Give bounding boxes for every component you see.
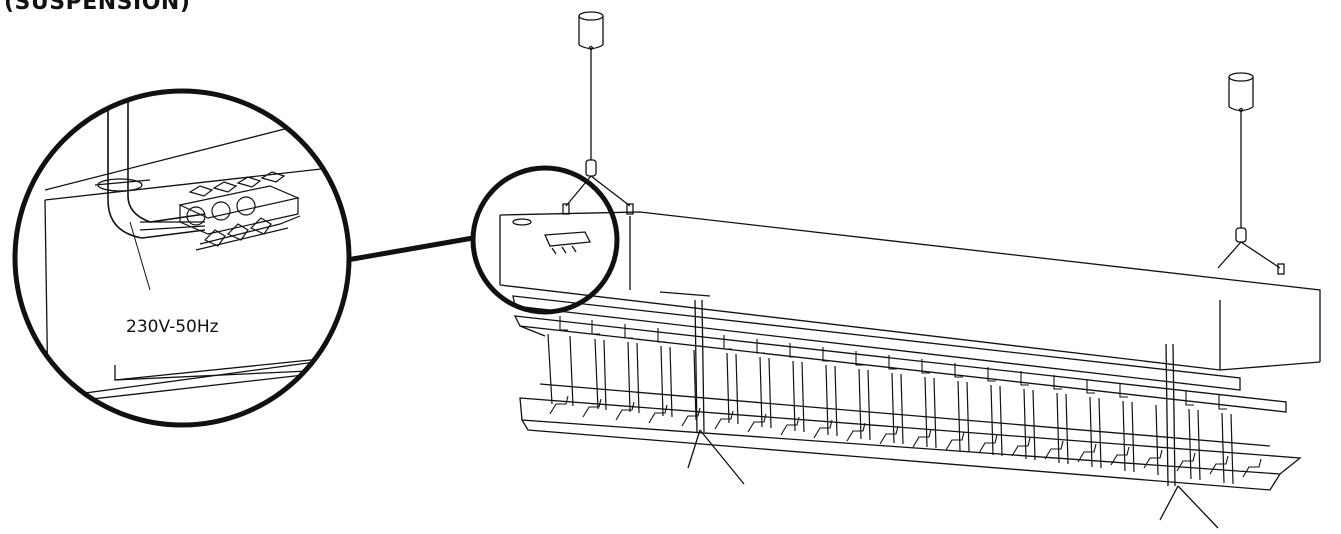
- ceiling-canopy-right: [1228, 72, 1254, 113]
- callout-circle: [470, 165, 620, 315]
- tray-clips: [549, 395, 1262, 478]
- louver-blades: [547, 333, 1234, 485]
- power-cable: [107, 91, 206, 239]
- lower-tray: [519, 397, 1302, 475]
- voltage-label: 230V-50Hz: [126, 317, 219, 337]
- hook-wire-left: [687, 429, 745, 485]
- terminal-block: [178, 171, 301, 251]
- page-title: (SUSPENSION): [4, 0, 191, 15]
- louver-clips: [559, 316, 1227, 410]
- hanger-rod: [694, 299, 705, 433]
- housing: [499, 211, 1321, 362]
- fixture: [499, 11, 1321, 529]
- callout-connector: [346, 235, 474, 263]
- ceiling-canopy-left: [578, 11, 604, 51]
- detail-view: [12, 88, 352, 428]
- detail-circle: [12, 88, 352, 428]
- hook-wire-right: [1159, 485, 1219, 529]
